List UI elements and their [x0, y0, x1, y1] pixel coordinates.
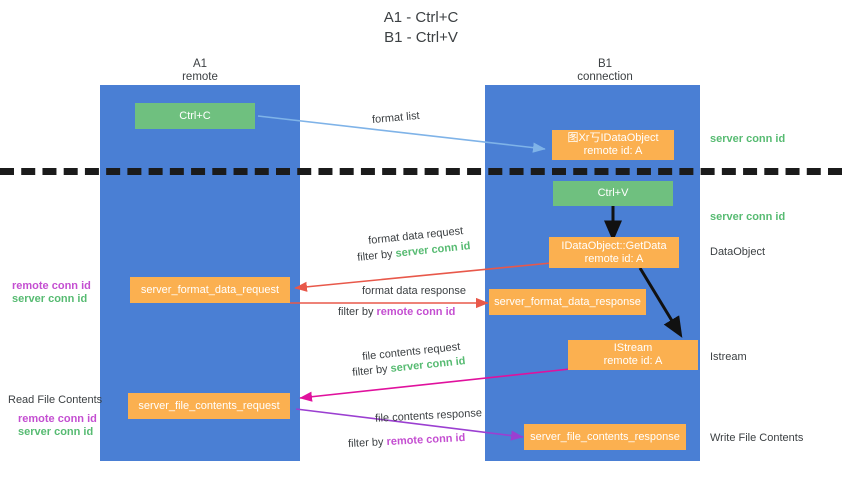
arrow-format-data-request — [294, 262, 552, 292]
left-label-server-conn-id-top: server conn id — [12, 293, 88, 305]
node-istream-line2: remote id: A — [603, 355, 663, 367]
node-server-format-data-response-label: server_format_data_response — [494, 295, 641, 308]
node-server-file-contents-response[interactable]: server_file_contents_response — [524, 424, 686, 450]
node-istream-line1: IStream — [613, 342, 653, 354]
node-ctrl-v-label: Ctrl+V — [597, 187, 629, 199]
node-getdata[interactable]: IDataObject::GetData remote id: A — [549, 237, 679, 268]
node-server-file-contents-request[interactable]: server_file_contents_request — [128, 393, 290, 419]
arrow-getdata-to-istream — [638, 267, 683, 338]
right-label-server-conn-id-mid: server conn id — [710, 211, 786, 223]
node-idataobject[interactable]: 图Xr丂IDataObject remote id: A — [552, 130, 674, 160]
arrow-file-contents-response — [295, 408, 524, 441]
node-istream[interactable]: IStream remote id: A — [568, 340, 698, 370]
title-line-1: A1 - Ctrl+C — [383, 9, 459, 26]
node-server-format-data-request[interactable]: server_format_data_request — [130, 277, 290, 303]
filter-prefix: filter by — [347, 436, 387, 451]
right-label-write-file-contents: Write File Contents — [710, 432, 804, 444]
node-getdata-line2: remote id: A — [584, 252, 644, 265]
right-label-server-conn-id-top: server conn id — [710, 133, 786, 145]
edge-label-format-data-response: format data response — [362, 285, 466, 297]
node-server-format-data-response[interactable]: server_format_data_response — [489, 289, 646, 315]
left-label-remote-conn-id-bottom: remote conn id — [18, 413, 97, 425]
left-label-remote-conn-id-top: remote conn id — [12, 280, 91, 292]
node-idataobject-line2: remote id: A — [583, 145, 643, 157]
arrow-format-list — [257, 115, 546, 153]
node-server-format-data-request-label: server_format_data_request — [140, 283, 280, 296]
left-label-server-conn-id-bottom: server conn id — [18, 426, 94, 438]
dashed-separator — [0, 168, 842, 175]
lane-a1-sub: remote — [182, 71, 218, 83]
filter-prefix: filter by — [338, 306, 377, 318]
lane-a1-name: A1 — [192, 58, 208, 70]
lane-b1-sub: connection — [577, 71, 633, 83]
edge-label-format-data-response-filter: filter by remote conn id — [338, 305, 455, 319]
node-getdata-line1: IDataObject::GetData — [561, 239, 667, 252]
lane-header-a1: A1 remote — [140, 58, 260, 84]
node-ctrl-c[interactable]: Ctrl+C — [135, 103, 255, 129]
page-title: A1 - Ctrl+C B1 - Ctrl+V — [0, 8, 842, 48]
lane-header-b1: B1 connection — [535, 58, 675, 84]
right-label-istream: Istream — [710, 351, 747, 363]
right-label-dataobject: DataObject — [710, 246, 766, 258]
node-ctrl-c-label: Ctrl+C — [179, 109, 211, 122]
arrow-file-contents-request — [299, 368, 571, 402]
node-server-file-contents-response-label: server_file_contents_response — [530, 430, 680, 443]
left-label-read-file-contents: Read File Contents — [8, 394, 103, 406]
filter-key-remote-conn-id: remote conn id — [376, 306, 456, 318]
title-line-2: B1 - Ctrl+V — [384, 29, 458, 46]
node-ctrl-v[interactable]: Ctrl+V — [553, 181, 673, 206]
lane-b1-name: B1 — [597, 58, 613, 70]
node-idataobject-line1: 图Xr丂IDataObject — [567, 132, 659, 144]
node-server-file-contents-request-label: server_file_contents_request — [138, 399, 280, 412]
